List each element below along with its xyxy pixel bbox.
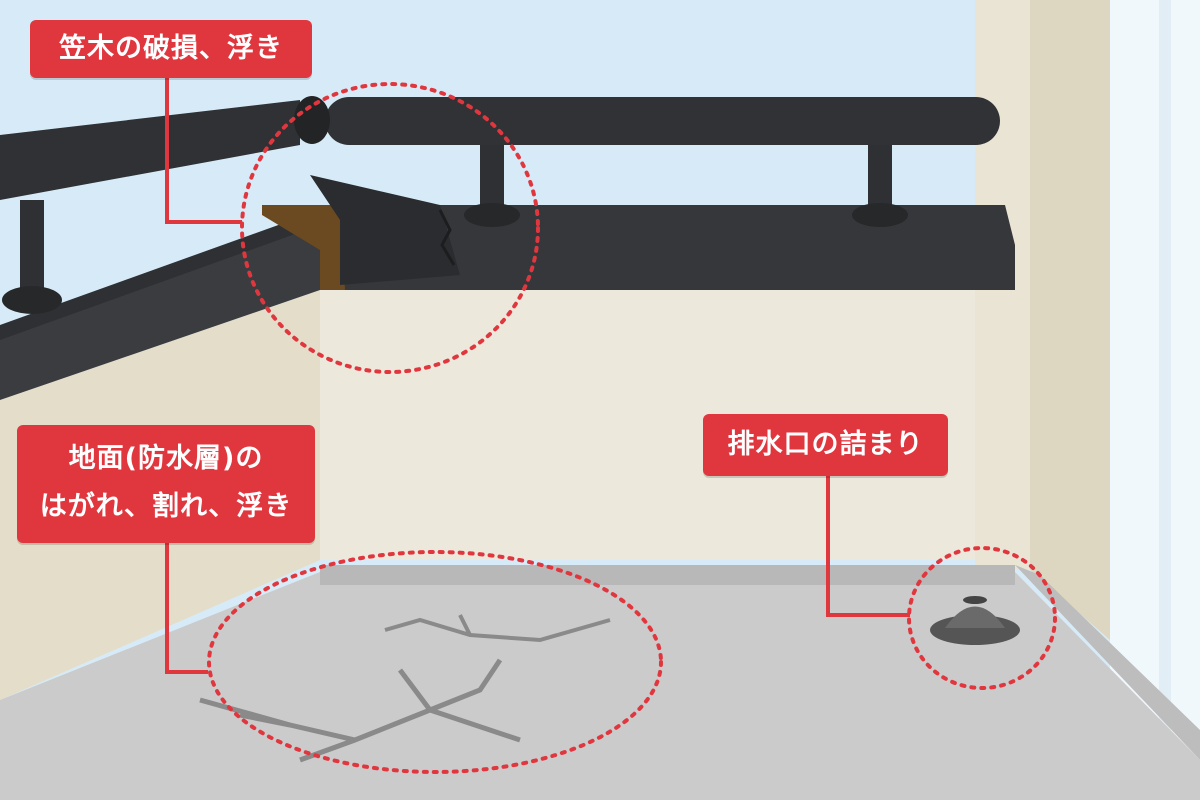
highlight-floor bbox=[207, 550, 663, 774]
back-wall bbox=[320, 290, 1015, 560]
post-base bbox=[464, 203, 520, 227]
drain-clog-text: 排水口の詰まり bbox=[727, 429, 924, 460]
coping-damage-label: 笠木の破損、浮き bbox=[30, 20, 312, 78]
drain-top bbox=[963, 596, 987, 604]
highlight-drain bbox=[907, 546, 1057, 690]
parapet-left-top bbox=[0, 210, 320, 340]
handrail-left bbox=[0, 100, 300, 200]
floor-crack bbox=[199, 658, 521, 763]
floor-damage-text-line2: はがれ、割れ、浮き bbox=[39, 491, 293, 522]
leader-coping bbox=[165, 78, 242, 224]
coping-damage-text: 笠木の破損、浮き bbox=[59, 33, 283, 64]
handrail-back bbox=[325, 97, 1000, 145]
floor-back-edge bbox=[320, 565, 1015, 585]
railing-post bbox=[868, 140, 892, 210]
coping-crack bbox=[438, 209, 456, 266]
floor-crack bbox=[384, 614, 611, 643]
window-glass bbox=[1110, 0, 1200, 800]
leader-drain bbox=[826, 476, 910, 617]
drain-clog-label: 排水口の詰まり bbox=[703, 414, 948, 476]
handrail-joint bbox=[294, 96, 330, 144]
floor-damage-label: 地面(防水層)の はがれ、割れ、浮き bbox=[17, 425, 315, 543]
highlight-coping bbox=[240, 82, 540, 374]
railing-post bbox=[480, 140, 504, 210]
floor bbox=[0, 572, 1200, 800]
right-column-side bbox=[1030, 0, 1110, 640]
exposed-wood bbox=[262, 205, 345, 290]
post-base bbox=[852, 203, 908, 227]
drain-cap bbox=[945, 606, 1005, 628]
broken-coping-piece bbox=[310, 175, 460, 285]
floor-damage-text-line1: 地面(防水層)の bbox=[68, 443, 264, 474]
floor-right-edge bbox=[1015, 565, 1200, 760]
leader-floor bbox=[165, 543, 208, 674]
parapet-left bbox=[0, 215, 320, 400]
post-base bbox=[2, 286, 62, 314]
